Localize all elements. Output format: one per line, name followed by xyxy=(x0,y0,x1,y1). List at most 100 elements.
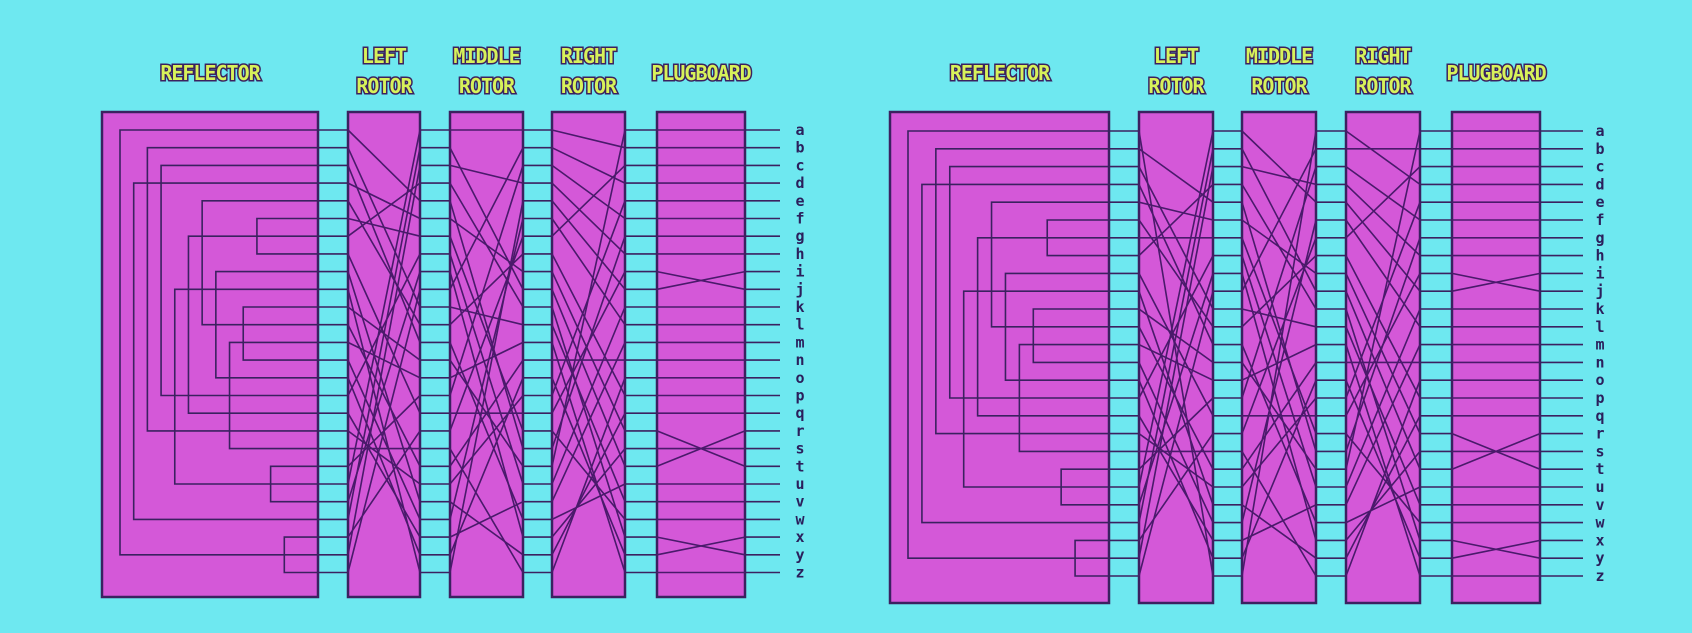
letter-label: r xyxy=(1595,425,1604,443)
middle-rotor-wire xyxy=(449,147,524,290)
right-rotor-wire xyxy=(1345,183,1421,257)
reflector-label: REFLECTOR xyxy=(160,61,261,85)
letter-label: o xyxy=(1595,371,1604,389)
letter-label: b xyxy=(795,139,804,157)
left-rotor-wire xyxy=(1138,415,1214,541)
left-rotor-wire xyxy=(347,165,421,343)
middle-rotor-wire xyxy=(449,165,524,396)
right-rotor-label: ROTOR xyxy=(561,74,618,98)
reflector-wire xyxy=(935,148,1109,435)
letter-label: a xyxy=(1595,122,1604,140)
plugboard-wire xyxy=(1451,432,1541,470)
reflector-wiring xyxy=(907,130,1109,577)
right-rotor-wire xyxy=(551,129,626,467)
left-rotor-wire xyxy=(1138,255,1214,399)
letter-label: x xyxy=(795,528,804,546)
left-rotor-wire xyxy=(1138,130,1214,488)
left-rotor-wire xyxy=(1138,201,1214,221)
middle-rotor-wire xyxy=(1241,308,1317,328)
plugboard-wire xyxy=(1451,539,1541,559)
letter-label: t xyxy=(1595,460,1604,478)
reflector-label: REFLECTOR xyxy=(950,61,1051,85)
letter-label: j xyxy=(795,280,804,298)
middle-rotor-wire xyxy=(1241,379,1317,559)
left-rotor-wire xyxy=(1138,290,1214,577)
reflector-wire xyxy=(990,201,1109,328)
letter-label: q xyxy=(795,404,804,422)
right-rotor-box xyxy=(1344,110,1422,605)
letter-label: u xyxy=(795,475,804,493)
letter-label: v xyxy=(1595,496,1604,514)
reflector-wire xyxy=(119,129,318,556)
reflector-wire xyxy=(948,165,1109,399)
middle-rotor-wire xyxy=(449,306,524,326)
left-rotor-wire xyxy=(1138,273,1214,506)
right-rotor-wire xyxy=(1345,166,1421,239)
letter-label: s xyxy=(795,440,804,458)
reflector-wiring xyxy=(119,129,318,574)
left-rotor-wire xyxy=(347,129,421,485)
reflector-wire xyxy=(160,164,318,397)
letter-label: b xyxy=(1595,140,1604,158)
enigma-diagram-1: abcdefghijklmnopqrstuvwxyzREFLECTORLEFTR… xyxy=(100,43,805,599)
letter-label: p xyxy=(795,387,804,405)
letter-label: w xyxy=(1595,514,1605,532)
middle-rotor-wire xyxy=(1241,130,1317,203)
middle-rotor-label: MIDDLE xyxy=(1246,44,1312,68)
right-rotor-wire xyxy=(551,324,626,503)
letter-label: k xyxy=(795,298,804,316)
reflector-wire xyxy=(1060,468,1109,506)
left-rotor-wire xyxy=(1138,273,1214,417)
plugboard-wiring xyxy=(1451,130,1541,577)
right-rotor-wire xyxy=(551,377,626,573)
middle-rotor-wire xyxy=(1241,148,1317,292)
letter-label: m xyxy=(795,333,804,351)
right-rotor-wire xyxy=(551,253,626,396)
reflector-wire xyxy=(921,183,1109,524)
left-rotor-wire xyxy=(1138,433,1214,541)
reflector-wire xyxy=(269,465,318,503)
letter-label: c xyxy=(795,156,804,174)
right-rotor-wiring xyxy=(551,129,626,573)
reflector-wire xyxy=(132,182,318,521)
left-rotor-wire xyxy=(1138,184,1214,345)
letter-label: z xyxy=(795,564,804,582)
right-rotor-wire xyxy=(551,129,626,149)
letter-label: a xyxy=(795,121,804,139)
left-rotor-wire xyxy=(1138,379,1214,559)
middle-rotor-wire xyxy=(1241,504,1317,542)
letter-label: r xyxy=(795,422,804,440)
letter-label: p xyxy=(1595,389,1604,407)
right-rotor-wire xyxy=(551,483,626,521)
middle-rotor-wire xyxy=(449,218,524,520)
left-rotor-label: LEFT xyxy=(1154,44,1199,68)
left-rotor-wire xyxy=(1138,148,1214,523)
left-rotor-wire xyxy=(347,377,421,556)
left-rotor-wire xyxy=(347,359,421,520)
right-rotor-wire xyxy=(1345,201,1421,292)
letter-label: t xyxy=(795,457,804,475)
letter-label: w xyxy=(795,510,805,528)
right-rotor-wire xyxy=(1345,415,1421,559)
middle-rotor-wire xyxy=(1241,219,1317,523)
reflector-wire xyxy=(228,341,318,450)
reflector-wire xyxy=(1046,219,1109,257)
right-rotor-wire xyxy=(551,306,626,485)
right-rotor-wire xyxy=(1345,450,1421,541)
letter-label: d xyxy=(795,174,804,192)
letter-label: x xyxy=(1595,531,1604,549)
left-rotor-wiring xyxy=(1138,130,1214,577)
plugboard-wire xyxy=(656,536,746,556)
right-rotor-wire xyxy=(1345,486,1421,524)
right-rotor-wire xyxy=(1345,130,1421,186)
plugboard-wire xyxy=(656,270,746,291)
left-rotor-wire xyxy=(347,147,421,520)
letter-label: y xyxy=(795,546,804,564)
middle-rotor-wire xyxy=(449,500,524,538)
middle-rotor-wire xyxy=(1241,273,1317,541)
right-rotor-wire xyxy=(551,342,626,503)
middle-rotor-wire xyxy=(1241,504,1317,559)
